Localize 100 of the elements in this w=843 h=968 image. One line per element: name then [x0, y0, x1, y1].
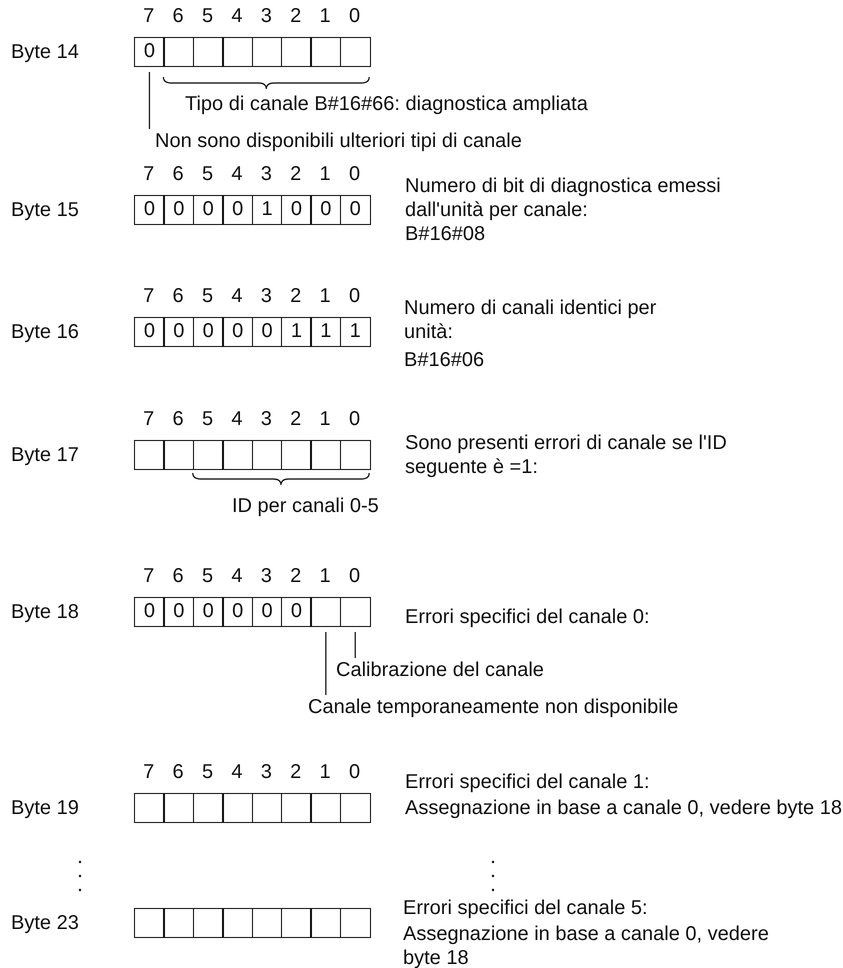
bit-cell: 0 — [281, 597, 312, 627]
bit-cell — [340, 793, 371, 823]
bit-number: 0 — [348, 284, 362, 308]
bit-number: 6 — [172, 284, 185, 308]
description-text: Numero di bit di diagnostica emessi dall'unità per canale: — [405, 174, 722, 222]
bit-cell — [310, 440, 342, 470]
bit-cell — [163, 908, 194, 938]
bit-cell — [310, 37, 342, 67]
bit-cell: 1 — [340, 317, 371, 347]
bit-number: 4 — [230, 284, 244, 308]
byte-label: Byte 17 — [11, 443, 79, 467]
bit-cell — [192, 37, 224, 67]
bit-cell — [252, 440, 282, 470]
bit-cell — [163, 440, 194, 470]
annotation-text: Non sono disponibili ulteriori tipi di canale — [148, 129, 615, 153]
bit-number: 3 — [260, 564, 273, 588]
bit-cell: 0 — [340, 195, 371, 225]
annotation-text: Calibrazione del canale — [336, 658, 656, 682]
bit-number: 5 — [200, 284, 214, 308]
bit-cell: 0 — [163, 195, 194, 225]
bit-cell — [340, 37, 371, 67]
bit-cell — [281, 908, 312, 938]
bit-cell — [281, 37, 312, 67]
bit-cell — [192, 793, 224, 823]
bit-number: 1 — [318, 760, 332, 784]
byte-label: Byte 23 — [11, 911, 79, 935]
bit-cell: 0 — [192, 597, 224, 627]
bit-cell: 0 — [134, 597, 165, 627]
bit-cell: 0 — [252, 597, 282, 627]
bit-number: 4 — [230, 162, 244, 186]
bit-number: 0 — [348, 162, 362, 186]
bit-cell: 0 — [134, 317, 165, 347]
bit-cell — [252, 793, 282, 823]
description-text: Assegnazione in base a canale 0, vedere byte 18 — [405, 796, 842, 820]
bit-number: 5 — [200, 564, 214, 588]
bit-cell — [134, 908, 165, 938]
bit-number: 1 — [318, 4, 332, 28]
bit-cell: 0 — [192, 195, 224, 225]
bit-number: 4 — [230, 407, 244, 431]
bit-number: 3 — [260, 4, 273, 28]
byte-label: Byte 18 — [11, 600, 79, 624]
bit-cell: 0 — [222, 597, 254, 627]
bit-cell: 1 — [281, 317, 312, 347]
bit-number: 6 — [172, 162, 185, 186]
description-text: B#16#06 — [404, 348, 484, 372]
bit-cell — [163, 37, 194, 67]
bit-number: 6 — [172, 760, 185, 784]
bit-cell — [222, 440, 254, 470]
bit-number: 4 — [230, 760, 244, 784]
bit-cell — [252, 908, 282, 938]
bit-number: 1 — [318, 564, 332, 588]
bit-number: 3 — [260, 284, 273, 308]
bit-cell: 1 — [252, 195, 282, 225]
bit-number: 4 — [230, 4, 244, 28]
bit-number: 2 — [289, 760, 302, 784]
bit-number: 7 — [142, 4, 156, 28]
description-text: Tipo di canale B#16#66: diagnostica ampliata — [185, 92, 588, 116]
bit-cell — [310, 597, 342, 627]
bit-cell — [340, 908, 371, 938]
bit-number: 1 — [318, 162, 332, 186]
bit-cell — [134, 793, 165, 823]
leader-line — [354, 632, 356, 658]
bit-cell — [252, 37, 282, 67]
description-text: Errori specifici del canale 0: — [405, 605, 650, 629]
bit-cell: 0 — [222, 317, 254, 347]
byte-label: Byte 16 — [11, 320, 79, 344]
bit-cell — [340, 440, 371, 470]
bit-number: 3 — [260, 162, 273, 186]
bit-cell — [281, 793, 312, 823]
byte-label: Byte 15 — [11, 198, 79, 222]
bit-cell: 0 — [134, 37, 165, 67]
bit-cell: 0 — [163, 597, 194, 627]
bit-cell — [222, 37, 254, 67]
bit-cell: 0 — [222, 195, 254, 225]
description-text: Errori specifici del canale 1: — [405, 770, 650, 794]
bit-cell: 0 — [252, 317, 282, 347]
annotation-text: Canale temporaneamente non disponibile — [308, 695, 728, 719]
description-text: Assegnazione in base a canale 0, vedere byte 18 — [403, 922, 770, 968]
bit-number: 3 — [260, 760, 273, 784]
description-text: Numero di canali identici per unità: — [404, 296, 658, 344]
bit-number: 2 — [289, 4, 302, 28]
bit-number: 3 — [260, 407, 273, 431]
description-text: ID per canali 0-5 — [232, 494, 379, 518]
description-text: B#16#08 — [405, 222, 486, 246]
bit-number: 6 — [172, 407, 185, 431]
bit-number: 5 — [200, 162, 214, 186]
bit-number: 2 — [289, 564, 302, 588]
bit-cell: 0 — [281, 195, 312, 225]
description-text: Sono presenti errori di canale se l'ID seguente è =1: — [405, 431, 728, 479]
bit-number: 5 — [200, 760, 214, 784]
bit-number: 1 — [318, 407, 332, 431]
bit-number: 6 — [172, 4, 185, 28]
leader-line — [148, 72, 150, 129]
bit-cell — [281, 440, 312, 470]
bit-number: 7 — [142, 760, 156, 784]
bit-cell — [222, 793, 254, 823]
description-text: Errori specifici del canale 5: — [403, 896, 648, 920]
bit-number: 0 — [348, 4, 362, 28]
bit-cell: 0 — [134, 195, 165, 225]
bit-number: 6 — [172, 564, 185, 588]
